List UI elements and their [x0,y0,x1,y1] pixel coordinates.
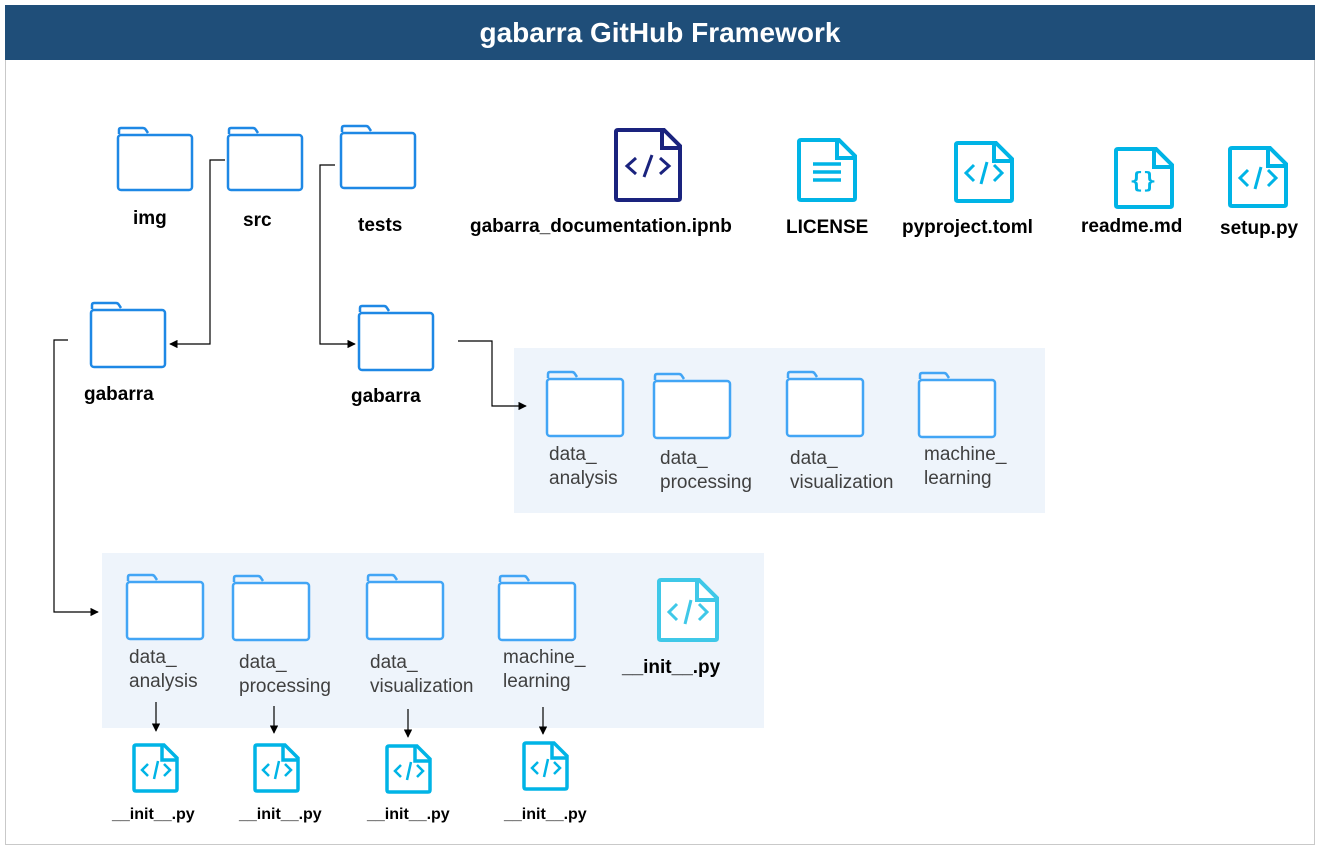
src-gabarra-label: gabarra [84,384,154,405]
code-file-icon [132,743,179,793]
code-file-icon [1228,146,1288,208]
folder-icon [89,301,167,369]
tests-module-label: data_ processing [660,448,752,493]
folder-icon [116,126,194,192]
tests-gabarra-to-modules-connector [458,340,527,411]
folder-icon [497,574,577,642]
src-gabarra-to-modules-connector [53,339,99,617]
code-file-icon [385,744,432,794]
src-module-label: data_ visualization [370,652,474,697]
folder-icon [125,573,205,641]
code-file-icon [614,128,682,202]
tests-folder-label: tests [358,215,403,236]
folder-icon [917,371,997,439]
code-file-icon [522,741,569,791]
folder-icon [226,126,304,192]
code-file-icon [657,578,719,642]
code-file-icon [253,743,300,793]
module-init-label: __init__.py [239,806,322,823]
tests-module-label: data_ visualization [790,448,894,493]
src-module-label: data_ processing [239,652,331,697]
tests-gabarra-label: gabarra [351,386,421,407]
folder-icon [357,304,435,372]
module-init-label: __init__.py [504,806,587,823]
folder-icon [339,124,417,190]
src-init-label: __init__.py [622,657,721,678]
tests-module-label: machine_ learning [924,444,1007,489]
setup-file-label: setup.py [1220,218,1299,239]
folder-icon [545,370,625,438]
tests-to-gabarra-connector [319,164,356,349]
json-file-icon: {} [1114,147,1174,209]
folder-icon [231,574,311,642]
tests-module-label: data_ analysis [549,444,618,489]
text-file-icon [797,138,857,202]
code-file-icon [954,141,1014,203]
src-folder-label: src [243,210,272,231]
folder-icon [652,372,732,440]
notebook-file-label: gabarra_documentation.ipnb [470,216,732,237]
img-folder-label: img [133,208,167,229]
src-module-label: data_ analysis [129,647,198,692]
folder-icon [365,573,445,641]
module-init-label: __init__.py [112,806,195,823]
license-file-label: LICENSE [786,217,869,238]
pyproject-file-label: pyproject.toml [902,217,1033,238]
readme-file-label: readme.md [1081,216,1183,237]
svg-text:{}: {} [1130,169,1157,194]
src-module-label: machine_ learning [503,647,586,692]
diagram-title: gabarra GitHub Framework [5,5,1315,60]
src-to-gabarra-connector [169,159,225,349]
module-init-label: __init__.py [367,806,450,823]
folder-icon [785,370,865,438]
